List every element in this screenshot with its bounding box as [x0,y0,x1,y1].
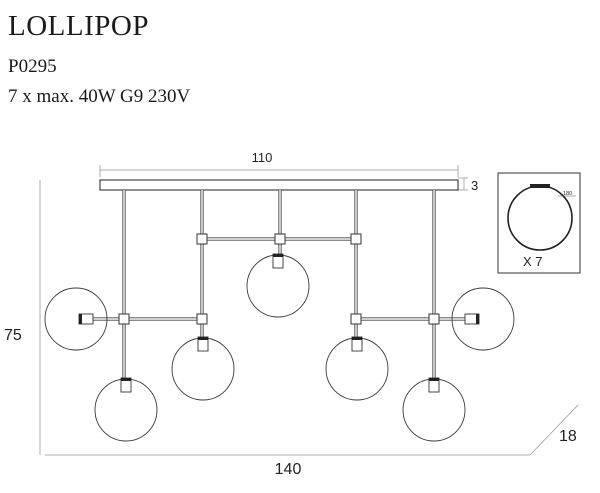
globe-detail-socket [530,184,550,188]
product-spec: 7 x max. 40W G9 230V [8,86,191,107]
dimension-lines [39,165,579,456]
depth-label: 18 [559,428,577,445]
globe-detail-box [497,172,581,274]
canopy-height-label: 3 [471,178,478,193]
frame-rods [86,190,470,385]
product-name: LOLLIPOP [8,10,149,42]
glass-globes [44,254,515,442]
ceiling-canopy [99,179,459,191]
globe-count-label: X 7 [523,254,543,269]
globe-diameter-label: 180 [563,191,572,197]
total-height-label: 75 [4,327,22,344]
product-code: P0295 [8,56,57,77]
bulb-sockets [78,253,480,393]
frame-joints [118,233,440,325]
canopy-width-label: 110 [252,150,273,165]
total-width-label: 140 [275,461,302,478]
